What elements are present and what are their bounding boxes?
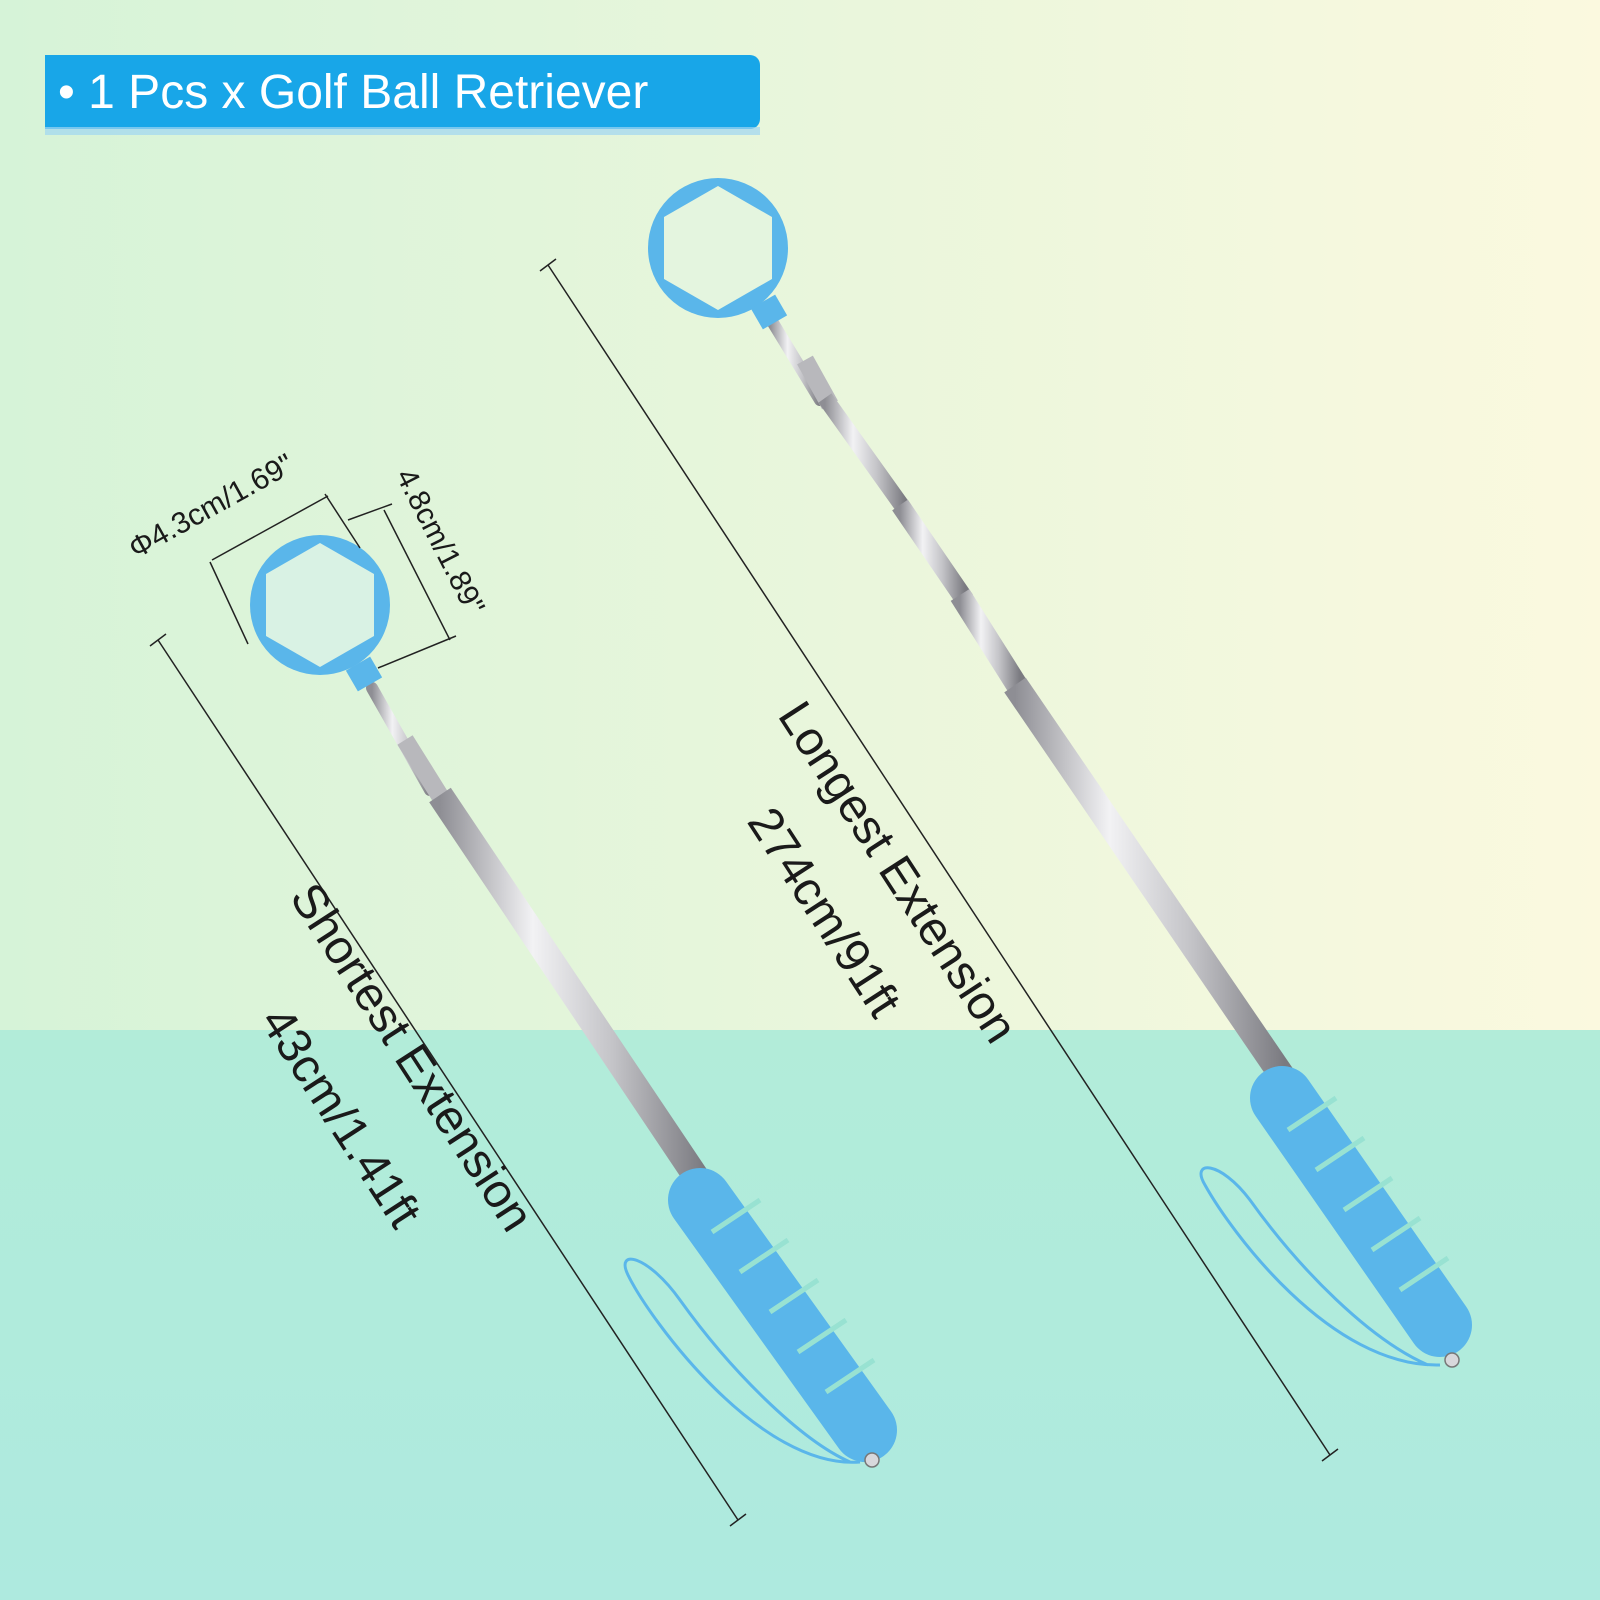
title-banner [45, 55, 760, 129]
title-banner-text: • 1 Pcs x Golf Ball Retriever [58, 66, 649, 119]
dimension-lines [149, 258, 1339, 1527]
retriever-head-short [250, 535, 390, 692]
grip-long [1250, 1066, 1472, 1357]
grip-short [668, 1168, 897, 1462]
head-length-line [383, 509, 451, 641]
longest-extension-line [547, 264, 1331, 1456]
title-banner-shadow [45, 127, 760, 135]
diameter-line [211, 495, 329, 561]
shortest-extension-line [157, 639, 739, 1521]
retriever-short [250, 535, 897, 1468]
background-top [0, 0, 1600, 1040]
retriever-long [648, 178, 1472, 1368]
retriever-head-long [648, 178, 788, 330]
